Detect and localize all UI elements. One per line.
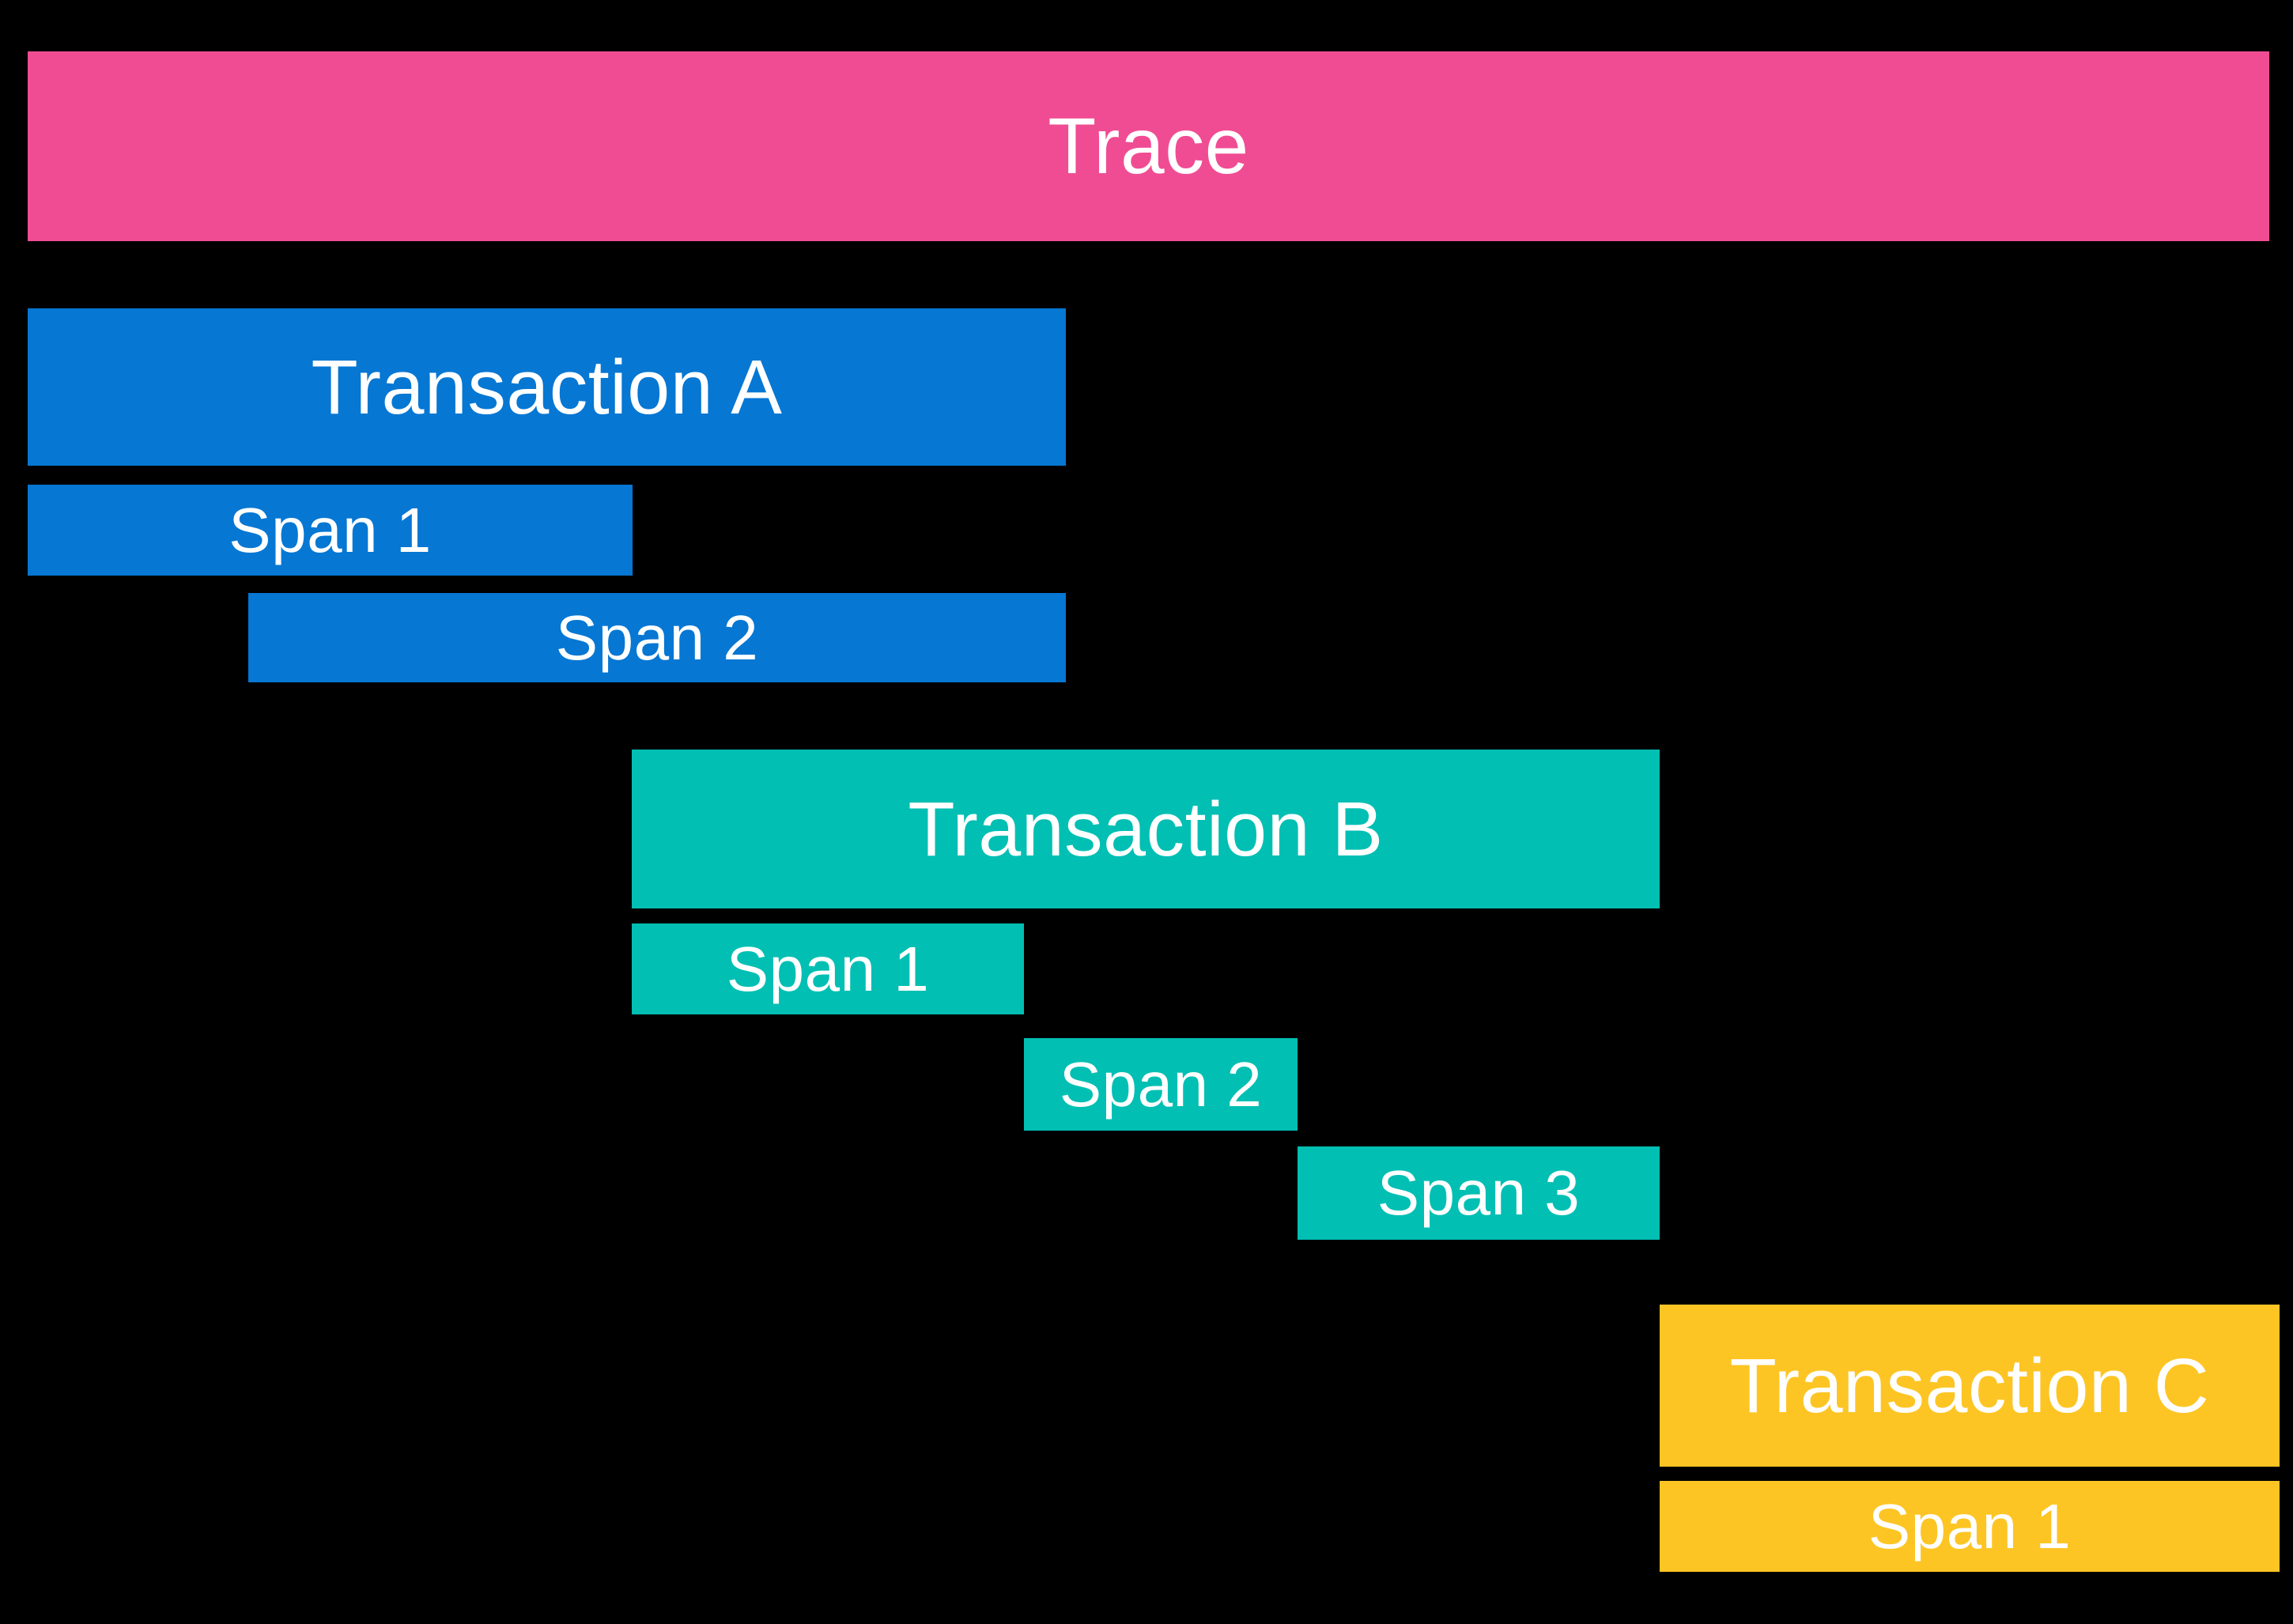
transaction-b-bar-label: Transaction B xyxy=(908,786,1384,872)
transaction-c-span-1-bar: Span 1 xyxy=(1660,1481,2280,1572)
transaction-a-span-2-bar: Span 2 xyxy=(248,593,1066,682)
transaction-b-span-2-bar: Span 2 xyxy=(1024,1038,1298,1131)
transaction-b-bar: Transaction B xyxy=(632,750,1660,908)
transaction-b-span-1-bar-label: Span 1 xyxy=(726,933,930,1004)
transaction-a-bar: Transaction A xyxy=(28,308,1066,466)
transaction-a-span-2-bar-label: Span 2 xyxy=(555,602,759,673)
transaction-a-span-1-bar-label: Span 1 xyxy=(229,494,432,565)
transaction-a-bar-label: Transaction A xyxy=(311,344,783,430)
trace-bar-label: Trace xyxy=(1048,102,1249,191)
transaction-b-span-3-bar: Span 3 xyxy=(1298,1146,1660,1240)
transaction-c-bar: Transaction C xyxy=(1660,1305,2280,1467)
transaction-b-span-1-bar: Span 1 xyxy=(632,923,1024,1014)
transaction-c-bar-label: Transaction C xyxy=(1729,1343,2210,1429)
transaction-a-span-1-bar: Span 1 xyxy=(28,485,633,576)
transaction-c-span-1-bar-label: Span 1 xyxy=(1868,1490,2072,1562)
trace-bar: Trace xyxy=(28,51,2269,241)
transaction-b-span-2-bar-label: Span 2 xyxy=(1059,1048,1263,1120)
transaction-b-span-3-bar-label: Span 3 xyxy=(1377,1158,1581,1228)
